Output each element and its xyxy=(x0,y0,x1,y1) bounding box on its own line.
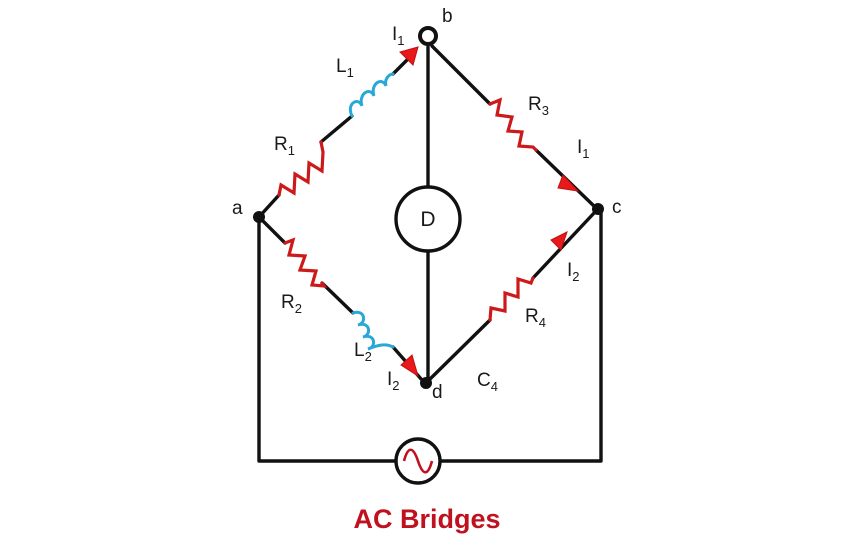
wire-a-source xyxy=(257,215,398,463)
inductor-l1 xyxy=(348,72,395,118)
label-i2-bottom: I2 xyxy=(387,369,400,393)
label-l1: L1 xyxy=(336,56,354,80)
node-label-a: a xyxy=(232,198,243,219)
arrow-i1-into-b xyxy=(399,46,419,66)
node-label-c: c xyxy=(612,197,622,218)
label-c4: C4 xyxy=(477,370,498,394)
wire-r2-l2 xyxy=(320,281,355,315)
arrow-i2-into-c xyxy=(550,231,568,251)
resistor-r4 xyxy=(488,276,535,322)
resistor-r2 xyxy=(283,237,328,288)
node-b-terminal xyxy=(418,26,438,46)
label-i1-top: I1 xyxy=(392,24,405,48)
wires xyxy=(257,44,603,463)
label-i2-right: I2 xyxy=(567,260,580,284)
node-label-b: b xyxy=(442,6,453,27)
wire-r4-c xyxy=(531,210,597,280)
arrow-i2-into-d xyxy=(400,354,419,378)
arrow-i1-into-c xyxy=(557,174,580,192)
wire-a-r2 xyxy=(257,215,287,245)
label-r2: R2 xyxy=(281,292,302,316)
label-r1: R1 xyxy=(274,134,295,158)
resistor-r3 xyxy=(488,97,538,152)
resistor-r1 xyxy=(277,140,325,197)
label-r4: R4 xyxy=(525,306,546,330)
node-c xyxy=(592,203,604,215)
wire-b-r3 xyxy=(430,44,492,106)
label-i1-right: I1 xyxy=(577,137,590,161)
label-l2: L2 xyxy=(354,340,372,364)
wire-d-r4 xyxy=(425,318,492,384)
ac-source xyxy=(394,437,442,485)
wire-r1-l1 xyxy=(319,114,354,144)
node-d xyxy=(420,377,432,389)
detector: D xyxy=(394,185,462,253)
detector-label: D xyxy=(420,208,435,231)
node-label-d: d xyxy=(432,382,443,403)
inductor-l2 xyxy=(351,310,395,351)
node-a xyxy=(253,211,265,223)
diagram-title: AC Bridges xyxy=(353,504,500,534)
label-r3: R3 xyxy=(528,94,549,118)
sine-wave-icon xyxy=(402,448,434,474)
wire-source-c xyxy=(438,208,603,463)
